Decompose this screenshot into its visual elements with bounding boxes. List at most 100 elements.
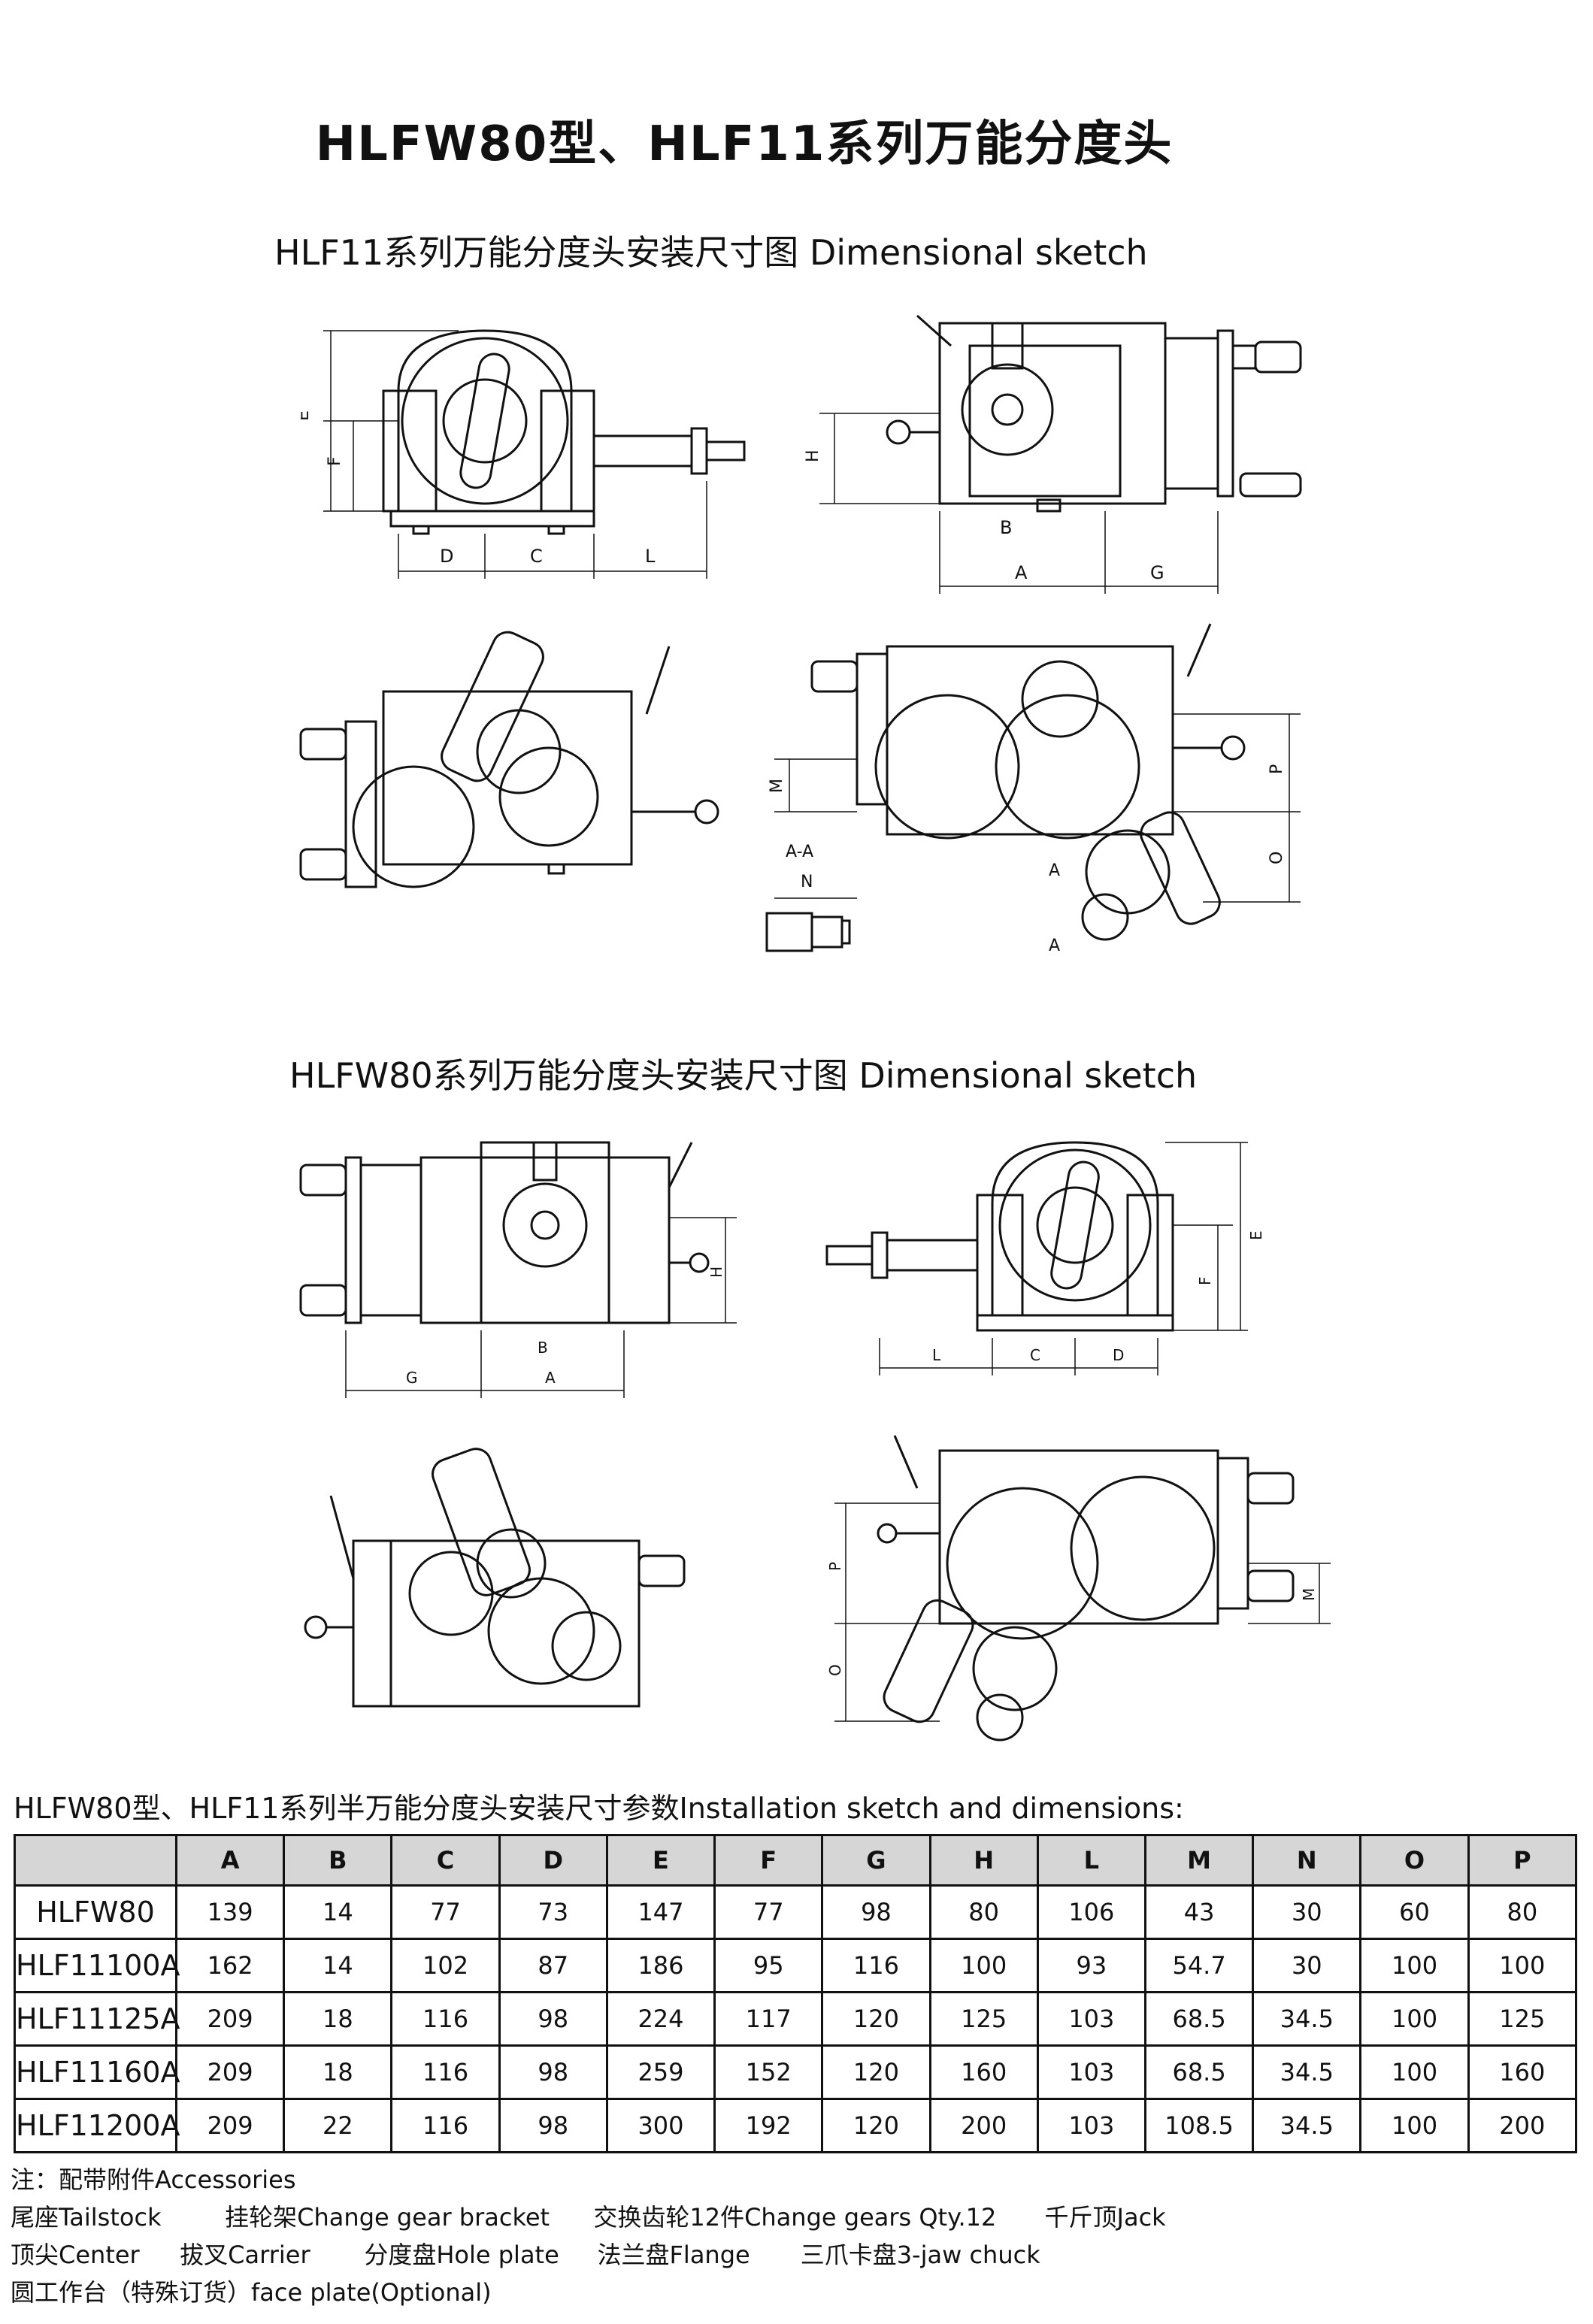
table-cell: 125	[1467, 1991, 1578, 2047]
table-cell: 209	[174, 1991, 286, 2047]
label-F: F	[1196, 1276, 1214, 1285]
label-H: H	[804, 449, 822, 462]
table-cell: 68.5	[1143, 1991, 1255, 2047]
header-cell	[14, 1834, 177, 1887]
label-C: C	[1030, 1346, 1040, 1364]
label-F: F	[326, 456, 344, 466]
table-row: HLF11100A 162 14 102 87 186 95 116 100 9…	[14, 1938, 1578, 1993]
header-cell: O	[1359, 1834, 1470, 1887]
note-item: 挂轮架Change gear bracket	[225, 2203, 550, 2232]
table-cell: 87	[498, 1938, 608, 1993]
label-A-upper: A	[1049, 861, 1060, 880]
label-C: C	[530, 546, 543, 567]
table-cell: 120	[821, 2098, 931, 2153]
table-cell: 209	[174, 2044, 286, 2100]
table-cell: 120	[821, 1991, 931, 2047]
document-title: HLFW80型、HLF11系列万能分度头	[315, 117, 1174, 172]
table-cell: 68.5	[1143, 2044, 1255, 2100]
label-P: P	[1267, 764, 1286, 774]
notes-row: 圆工作台（特殊订货）face plate(Optional)	[11, 2274, 1166, 2311]
table-cell: 116	[390, 2044, 501, 2100]
header-cell: N	[1252, 1834, 1362, 1887]
table-cell: 152	[713, 2044, 824, 2100]
label-P: P	[826, 1562, 844, 1571]
table-cell: 162	[174, 1938, 286, 1993]
notes-row: 尾座Tailstock 挂轮架Change gear bracket 交换齿轮1…	[11, 2198, 1166, 2236]
accessories-notes: 注：配带附件Accessories 尾座Tailstock 挂轮架Change …	[11, 2161, 1166, 2311]
model-cell: HLF11125A	[14, 1991, 180, 2047]
label-H: H	[707, 1266, 725, 1278]
section2-title: HLFW80系列万能分度头安装尺寸图 Dimensional sketch	[289, 1055, 1198, 1096]
hlfw80-gear-view-right: P O M	[826, 1435, 1331, 1741]
label-L: L	[932, 1346, 941, 1364]
table-cell: 100	[1359, 1938, 1470, 1993]
notes-heading: 注：配带附件Accessories	[11, 2165, 296, 2194]
label-O: O	[826, 1664, 844, 1676]
header-cell: F	[713, 1834, 824, 1887]
label-M: M	[1300, 1588, 1318, 1601]
model-cell: HLF11200A	[14, 2098, 180, 2153]
table-cell: 200	[928, 2098, 1039, 2153]
note-item: 千斤顶Jack	[1044, 2203, 1166, 2232]
hlfw80-side-view: H B G A	[299, 1141, 737, 1398]
label-M: M	[768, 779, 786, 793]
table-row: HLF11200A 209 22 116 98 300 192 120 200 …	[14, 2098, 1578, 2153]
label-A: A	[545, 1369, 556, 1387]
table-cell: 34.5	[1252, 2044, 1362, 2100]
header-cell: D	[498, 1834, 608, 1887]
table-cell: 34.5	[1252, 1991, 1362, 2047]
hlf11-front-view: E F D C L	[301, 329, 746, 579]
table-cell: 60	[1359, 1884, 1470, 1940]
note-item: 分度盘Hole plate	[364, 2241, 559, 2269]
table-cell: 100	[1359, 2044, 1470, 2100]
label-G: G	[406, 1369, 418, 1387]
hlfw80-front-view: E F L C D	[825, 1141, 1265, 1375]
table-cell: 77	[390, 1884, 501, 1940]
table-cell: 34.5	[1252, 2098, 1362, 2153]
table-cell: 98	[498, 2044, 608, 2100]
table-cell: 100	[1467, 1938, 1578, 1993]
table-title: HLFW80型、HLF11系列半万能分度头安装尺寸参数Installation …	[14, 1792, 1184, 1825]
header-cell: G	[821, 1834, 931, 1887]
table-cell: 116	[390, 2098, 501, 2153]
table-cell: 103	[1036, 1991, 1146, 2047]
table-cell: 102	[390, 1938, 501, 1993]
table-header-row: A B C D E F G H L M N O P	[14, 1834, 1578, 1887]
note-item: 拔叉Carrier	[180, 2241, 310, 2269]
table-cell: 116	[390, 1991, 501, 2047]
table-cell: 160	[1467, 2044, 1578, 2100]
table-cell: 14	[283, 1938, 393, 1993]
table-cell: 106	[1036, 1884, 1146, 1940]
header-cell: C	[390, 1834, 501, 1887]
table-cell: 103	[1036, 2044, 1146, 2100]
header-cell: H	[928, 1834, 1039, 1887]
model-cell: HLFW80	[14, 1884, 177, 1940]
table-cell: 125	[928, 1991, 1039, 2047]
note-item: 三爪卡盘3-jaw chuck	[800, 2241, 1040, 2269]
label-E: E	[301, 410, 313, 421]
table-cell: 103	[1036, 2098, 1146, 2153]
label-section-AA: A-A	[786, 843, 813, 861]
table-cell: 73	[498, 1884, 608, 1940]
notes-row: 顶尖Center 拔叉Carrier 分度盘Hole plate 法兰盘Flan…	[11, 2236, 1166, 2274]
table-cell: 54.7	[1143, 1938, 1255, 1993]
table-cell: 80	[1467, 1884, 1578, 1940]
label-E: E	[1247, 1230, 1265, 1240]
hlf11-gear-view-right: M P O A A A-A N	[765, 623, 1301, 955]
table-cell: 120	[821, 2044, 931, 2100]
table-cell: 93	[1036, 1938, 1146, 1993]
note-item: 圆工作台（特殊订货）face plate(Optional)	[11, 2278, 492, 2307]
table-cell: 43	[1143, 1884, 1255, 1940]
label-O: O	[1267, 852, 1286, 864]
table-cell: 30	[1252, 1884, 1362, 1940]
table-row: HLFW80 139 14 77 73 147 77 98 80 106 43 …	[14, 1884, 1578, 1940]
section1-title: HLF11系列万能分度头安装尺寸图 Dimensional sketch	[274, 232, 1148, 273]
table-cell: 98	[498, 2098, 608, 2153]
label-B: B	[538, 1339, 548, 1357]
label-B: B	[1000, 517, 1012, 538]
table-cell: 200	[1467, 2098, 1578, 2153]
table-cell: 100	[928, 1938, 1039, 1993]
table-cell: 186	[605, 1938, 716, 1993]
note-item: 交换齿轮12件Change gears Qty.12	[593, 2203, 997, 2232]
note-item: 尾座Tailstock	[11, 2203, 162, 2232]
